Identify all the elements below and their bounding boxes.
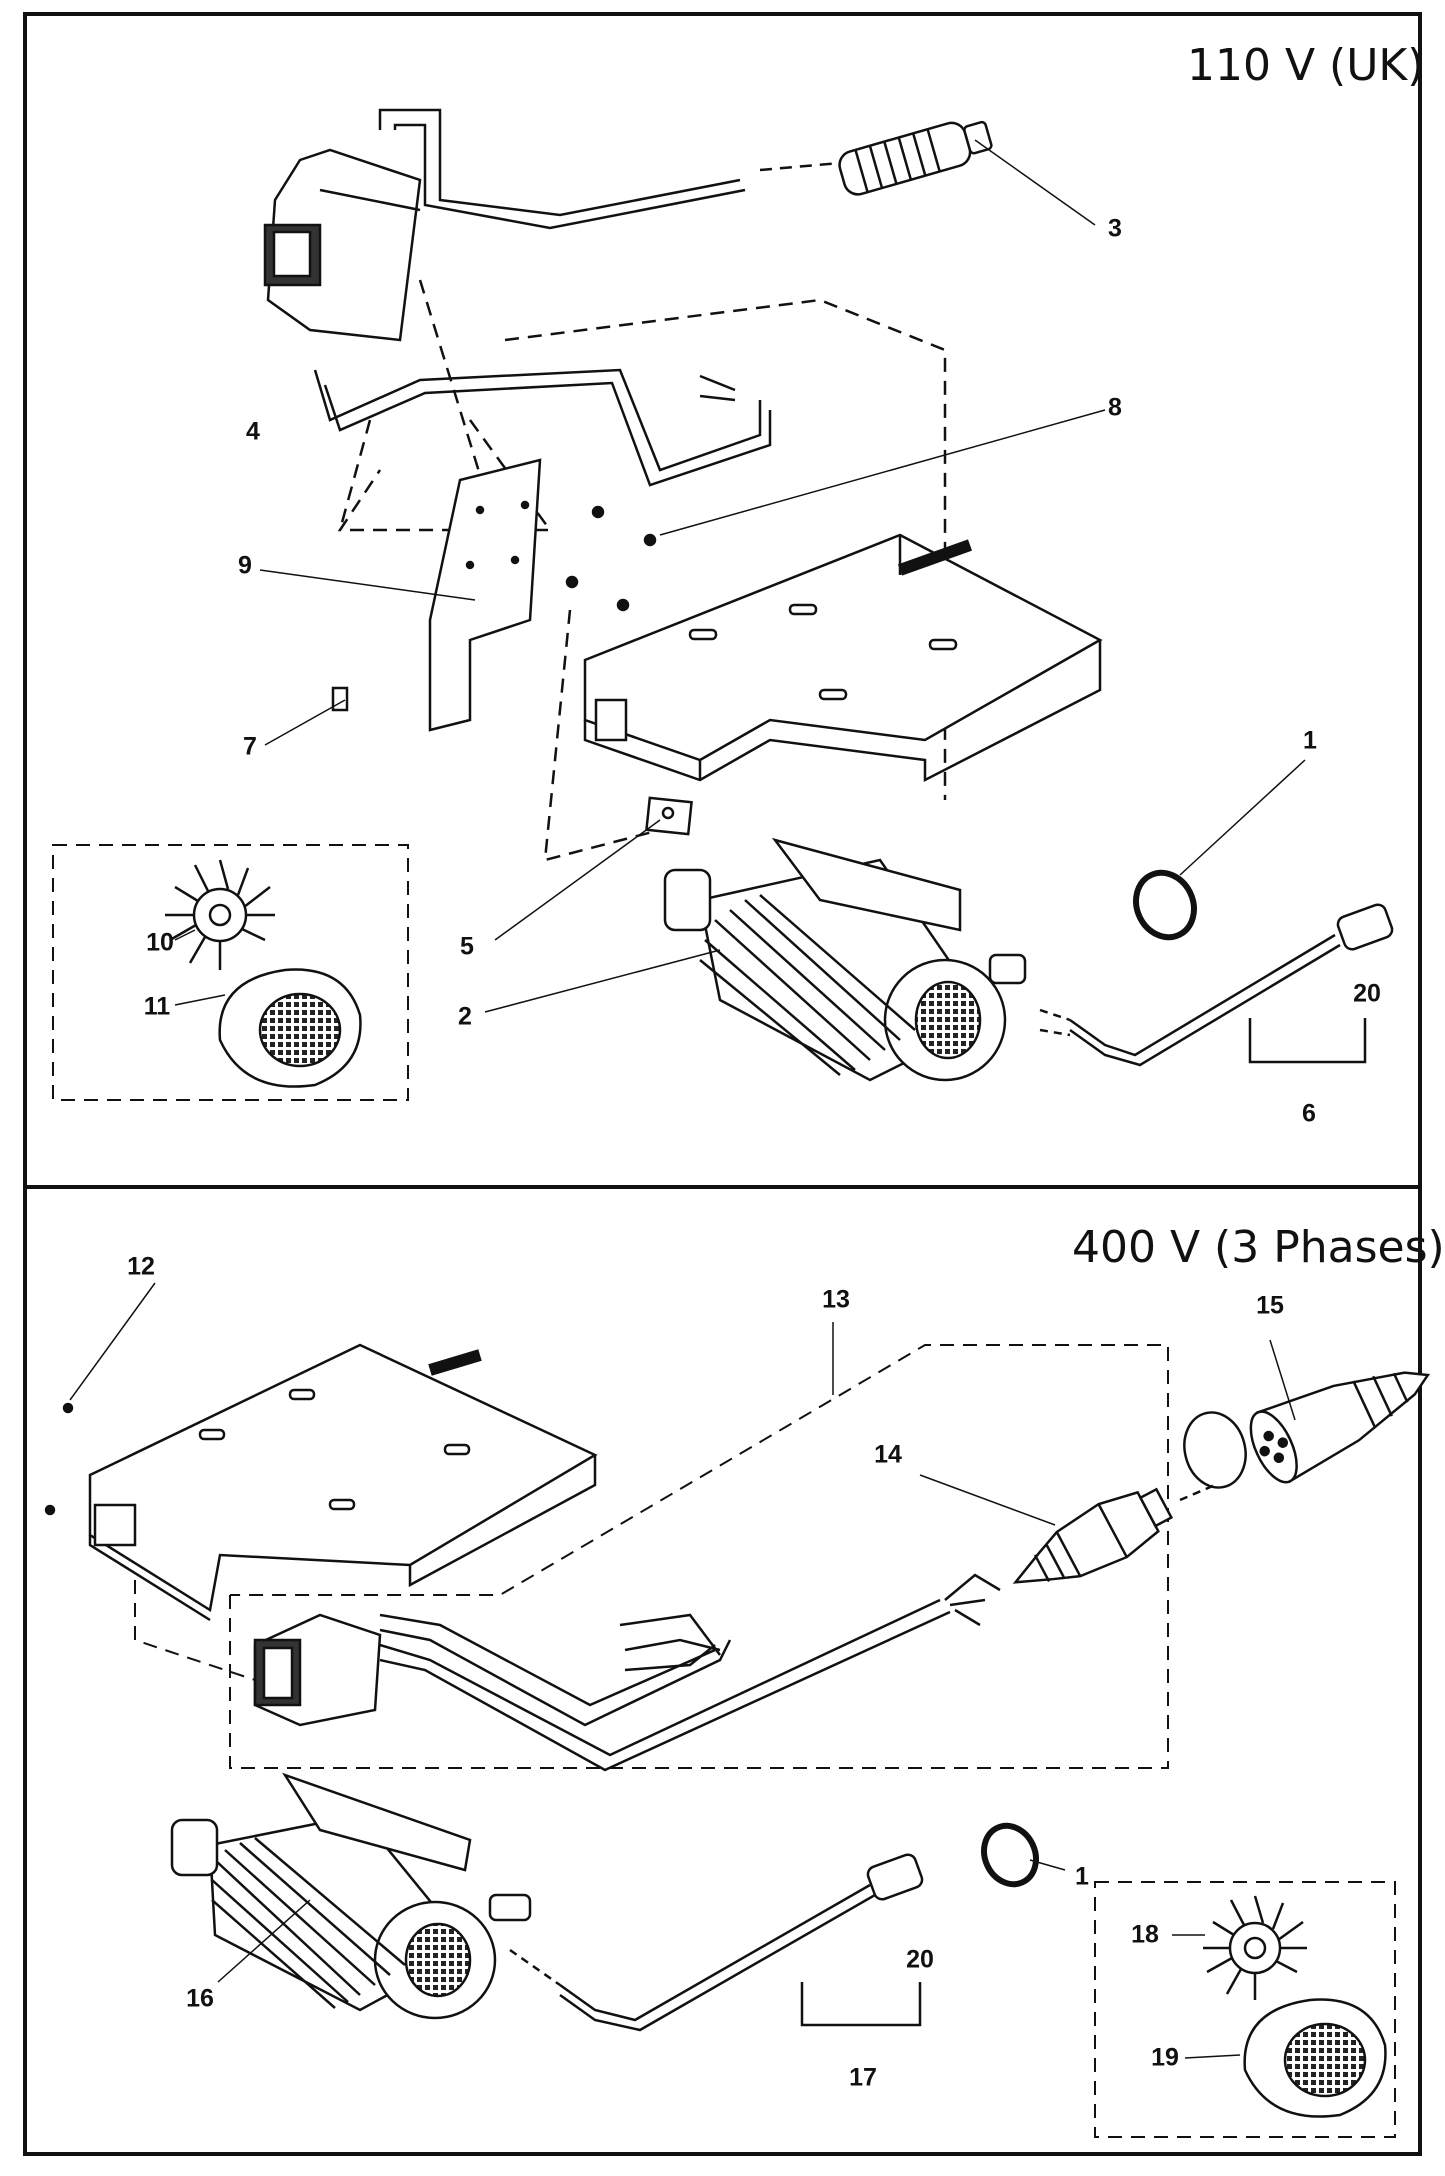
callout-label: 13 xyxy=(822,1285,850,1314)
motor-part-bottom xyxy=(170,1772,532,2020)
callout-label: 11 xyxy=(143,992,171,1021)
bottom-panel-drawing xyxy=(44,1282,1431,2138)
panel-title-110v: 110 V (UK) xyxy=(1187,40,1425,91)
callout-label: 20 xyxy=(906,1945,934,1974)
callout-label: 19 xyxy=(1151,2043,1179,2072)
callout-label: 15 xyxy=(1256,1291,1284,1320)
callout-label: 14 xyxy=(874,1440,902,1469)
callout-label: 16 xyxy=(186,1984,214,2013)
callout-label: 1 xyxy=(1303,726,1317,755)
callout-label: 18 xyxy=(1131,1920,1159,1949)
callout-label: 2 xyxy=(458,1002,472,1031)
callout-label: 8 xyxy=(1108,393,1122,422)
housing-part xyxy=(583,533,1103,783)
plug-part xyxy=(838,120,993,196)
callout-label: 10 xyxy=(146,928,174,957)
callout-label: 7 xyxy=(243,732,257,761)
callout-label: 12 xyxy=(127,1252,155,1281)
panel-title-400v: 400 V (3 Phases) xyxy=(1072,1222,1445,1273)
housing-part-bottom xyxy=(88,1343,598,1622)
outer-border xyxy=(23,12,1422,2156)
motor-part xyxy=(663,837,1027,1082)
callout-label: 4 xyxy=(246,417,260,446)
switch-box-part xyxy=(263,148,422,342)
callout-label: 1 xyxy=(1075,1862,1089,1891)
callout-label: 17 xyxy=(849,2063,877,2092)
callout-label: 5 xyxy=(460,932,474,961)
callout-label: 3 xyxy=(1108,214,1122,243)
callout-label: 9 xyxy=(238,551,252,580)
switch-box-part-bottom xyxy=(253,1613,382,1727)
top-panel-drawing xyxy=(52,108,1394,1101)
callout-label: 20 xyxy=(1353,979,1381,1008)
callout-label: 6 xyxy=(1302,1099,1316,1128)
